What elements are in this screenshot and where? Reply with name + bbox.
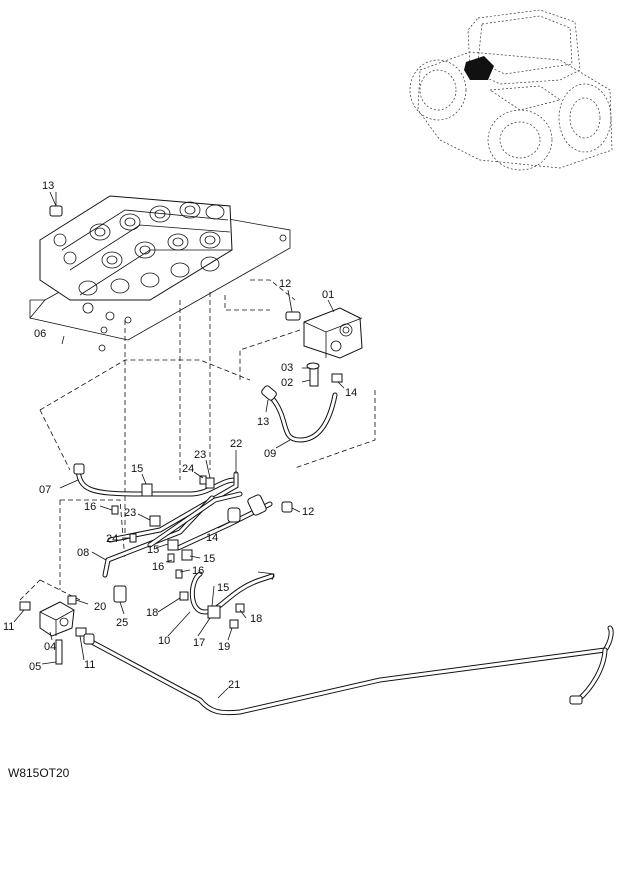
callout-04: 04 [44,641,56,653]
callout-15: 15 [203,553,215,565]
fitting-11-b [75,627,87,637]
callout-08: 08 [77,547,89,559]
callout-12: 12 [279,278,291,290]
callout-10: 10 [158,635,170,647]
pipe-bundle [73,463,293,603]
callout-22: 22 [230,438,242,450]
installation-guide-lines [19,279,376,601]
tractor-locator-sketch [409,9,613,171]
fitting-11-a [19,601,31,611]
callout-12: 12 [302,506,314,518]
callout-11: 11 [3,621,14,633]
figure-id-label: W815OT20 [8,766,70,780]
callout-15: 15 [147,544,159,556]
callout-24: 24 [106,533,118,545]
callout-25: 25 [116,617,128,629]
callout-20: 20 [94,601,106,613]
callout-02: 02 [281,377,293,389]
fitting-20 [67,595,77,605]
washer-03 [306,362,320,370]
aux-valve-block [285,307,363,387]
clamp-15-b [167,539,179,551]
bolt-24-a [199,475,207,485]
callout-11: 11 [84,659,95,671]
pipe-21 [83,625,614,716]
callout-01: 01 [322,289,334,301]
callout-06: 06 [34,328,46,340]
callout-09: 09 [264,448,276,460]
bracket-17 [207,605,221,619]
hose-10 [179,571,275,629]
hose-09 [261,385,338,443]
fitting-12-mid [281,501,293,513]
callout-05: 05 [29,661,41,673]
clamp-23-b [205,477,215,489]
callout-16: 16 [152,561,164,573]
clamp-15-a [141,483,153,497]
clamp-23-a [149,515,161,527]
callout-03: 03 [281,362,293,374]
fitting-12-top [285,311,301,321]
callout-21: 21 [228,679,240,691]
callout-14: 14 [206,532,218,544]
callout-07: 07 [39,484,51,496]
callout-23: 23 [194,449,206,461]
callout-13: 13 [257,416,269,428]
callout-labels: 13 06 12 01 03 02 14 13 09 22 23 24 15 0… [3,180,357,691]
callout-19: 19 [218,641,230,653]
bolt-05 [55,639,63,665]
callout-18: 18 [250,613,262,625]
bolt-16-c [175,569,183,579]
callout-16: 16 [84,501,96,513]
connector-25 [113,585,127,603]
bolt-24-b [129,533,137,543]
callout-23: 23 [124,507,136,519]
bolt-18-a [179,591,189,601]
bolt-16-b [167,553,175,563]
callout-leaders [13,191,345,699]
callout-18: 18 [146,607,158,619]
fitting-14-top [331,373,343,383]
callout-24: 24 [182,463,194,475]
callout-17: 17 [193,637,205,649]
bolt-16-a [111,505,119,515]
lower-block-04 [19,595,87,665]
control-valve-bank [29,195,291,352]
callout-16: 16 [192,565,204,577]
bolt-19 [229,619,239,629]
valve-location-marker [464,56,494,80]
callout-13: 13 [42,180,54,192]
callout-15: 15 [217,582,229,594]
clamp-15-c [181,549,193,561]
callout-14: 14 [345,387,357,399]
bolt-18-b [235,603,245,613]
callout-15: 15 [131,463,143,475]
